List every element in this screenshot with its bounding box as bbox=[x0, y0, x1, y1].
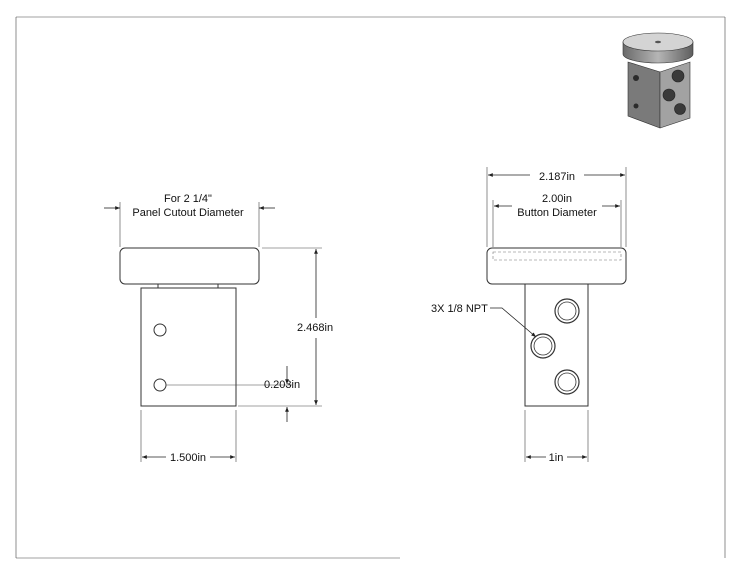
iso-block-left-face bbox=[627, 61, 661, 129]
front-hole-upper bbox=[153, 323, 167, 337]
cutout-label-line1: For 2 1/4" bbox=[164, 193, 212, 205]
drawing-frame bbox=[15, 16, 726, 559]
ports-callout: 3X 1/8 NPT bbox=[431, 303, 488, 315]
hole-offset-value: 0.203in bbox=[264, 379, 300, 391]
cutout-label-line2: Panel Cutout Diameter bbox=[132, 207, 244, 219]
side-button-cap bbox=[486, 247, 627, 285]
npt-port-middle bbox=[530, 333, 556, 359]
iso-port-hole bbox=[674, 103, 686, 115]
isometric-thumbnail bbox=[622, 32, 694, 129]
ports-leader bbox=[490, 307, 537, 338]
side-cap-hidden-line bbox=[492, 251, 622, 261]
front-view: For 2 1/4" Panel Cutout Diameter 2.468in… bbox=[104, 193, 333, 464]
button-diameter-value: 2.00in bbox=[542, 193, 572, 205]
iso-port-hole bbox=[671, 69, 685, 83]
front-button-cap bbox=[119, 247, 260, 285]
npt-port-lower bbox=[554, 369, 580, 395]
overall-width-value: 2.187in bbox=[539, 171, 575, 183]
button-diameter-label: Button Diameter bbox=[517, 207, 597, 219]
front-neck bbox=[157, 283, 219, 289]
iso-port-hole bbox=[662, 88, 676, 102]
side-view: 2.187in 2.00in Button Diameter 3X bbox=[431, 167, 627, 464]
iso-cap-center bbox=[655, 40, 661, 44]
iso-port-hole bbox=[633, 75, 639, 81]
front-hole-lower bbox=[153, 378, 167, 392]
width-value: 1.500in bbox=[170, 452, 206, 464]
body-width-value: 1in bbox=[549, 452, 564, 464]
iso-port-hole bbox=[633, 103, 639, 109]
npt-port-upper bbox=[554, 298, 580, 324]
height-value: 2.468in bbox=[297, 322, 333, 334]
